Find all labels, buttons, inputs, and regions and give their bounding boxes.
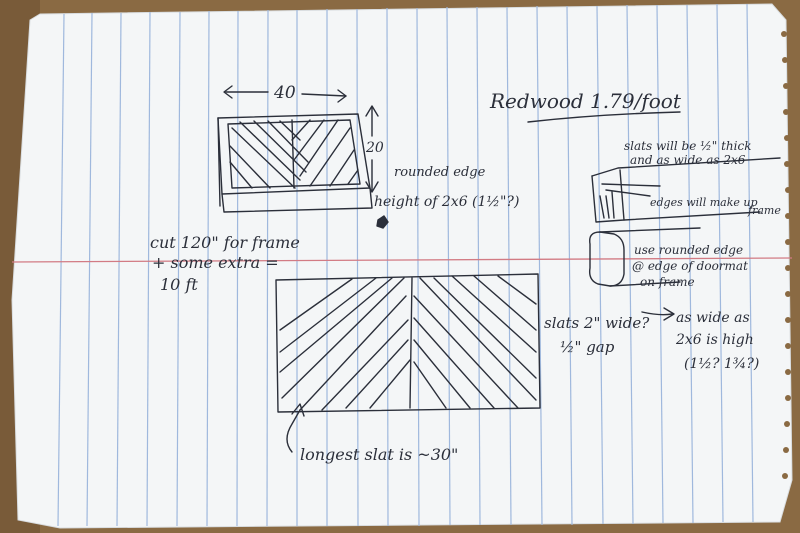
longest-slat-arrowhead xyxy=(291,403,305,417)
margin-line xyxy=(11,257,793,263)
slat-block-sketch xyxy=(591,157,781,223)
rounded-line3: on frame xyxy=(640,275,695,289)
slats-wide-note: slats 2" wide? xyxy=(544,314,650,332)
title-redwood: Redwood 1.79/foot xyxy=(489,89,682,113)
edges-line2: frame xyxy=(747,204,781,217)
large-doormat-sketch xyxy=(275,273,541,413)
as-wide-arrow xyxy=(641,311,673,316)
rounded-line2: @ edge of doormat xyxy=(632,259,748,273)
rounded-edge-sketch xyxy=(588,227,701,287)
slat-thick-line2: and as wide as 2x6 xyxy=(630,153,746,167)
small-slats xyxy=(229,119,359,189)
rounded-line1: use rounded edge xyxy=(634,243,743,257)
cut-line3: 10 ft xyxy=(160,275,198,294)
cut-line2: + some extra = xyxy=(152,253,279,272)
rounded-edge-note: rounded edge xyxy=(394,165,486,180)
title-underline xyxy=(527,111,681,123)
gap-note: ½" gap xyxy=(560,338,615,356)
as-wide-line1: as wide as xyxy=(676,310,750,326)
spiral-binding xyxy=(781,31,791,479)
ink-blot xyxy=(376,215,389,229)
height-dimension-arrow xyxy=(365,105,379,193)
as-wide-line3: (1½? 1¾?) xyxy=(684,356,759,372)
slat-thick-line1: slats will be ½" thick xyxy=(624,139,752,153)
large-slats xyxy=(279,275,537,411)
ruled-lines xyxy=(57,3,754,527)
longest-slat-note: longest slat is ~30" xyxy=(300,445,458,464)
width-label: 40 xyxy=(273,83,296,103)
height-of-note: height of 2x6 (1½"?) xyxy=(374,194,519,210)
edges-line1: edges will make up xyxy=(650,196,758,209)
as-wide-arrowhead xyxy=(663,307,675,321)
longest-slat-arrow xyxy=(286,409,301,453)
width-dimension-arrow xyxy=(223,85,347,103)
as-wide-line2: 2x6 is high xyxy=(675,332,754,348)
cut-line1: cut 120" for frame xyxy=(150,233,300,252)
height-label: 20 xyxy=(365,140,384,156)
